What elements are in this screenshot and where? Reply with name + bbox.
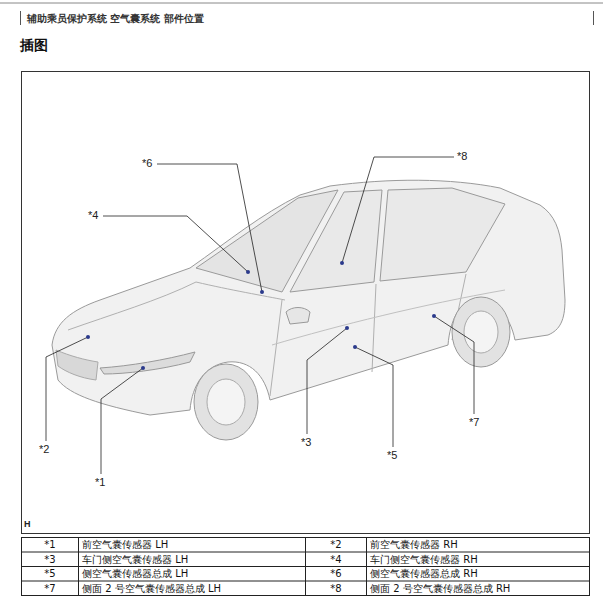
sensor-dot [432,314,436,318]
front-window [290,190,382,292]
leader-line [46,337,88,441]
grille [56,350,98,380]
leader-line [434,316,474,414]
breadcrumb: 辅助乘员保护系统 空气囊系统 部件位置 [27,12,204,26]
sensor-dot [246,270,250,274]
figure-frame [22,72,590,534]
table-grid [22,538,590,596]
callout-number: *8 [457,150,467,162]
sensor-dot [141,366,145,370]
table-cell: 前空气囊传感器 RH [370,538,588,552]
sensor-dots [86,261,436,370]
front-wheel [194,364,258,440]
sensor-dot [353,345,357,349]
header-bar [593,11,594,25]
mirror [286,308,310,325]
callout-number: *3 [301,436,311,448]
table-cell: 车门侧空气囊传感器 RH [370,553,588,567]
table-cell: 侧空气囊传感器总成 RH [370,567,588,581]
rear-window [380,188,505,281]
table-number: *8 [306,582,366,596]
sensor-dot [260,290,264,294]
hood-line [68,282,285,330]
sensor-dot [345,326,349,330]
table-rule [366,538,367,596]
rear-wheel [452,297,510,367]
table-number: *6 [306,567,366,581]
sensor-dot [86,335,90,339]
table-rule [78,538,79,596]
leader-line [103,216,248,272]
table-number: *5 [22,567,78,581]
callout-number: *7 [469,416,479,428]
table-number: *3 [22,553,78,567]
table-border [22,538,590,596]
header-bar [20,11,21,25]
figure-mark: H [24,519,31,529]
rear-rim [464,311,498,353]
callout-number: *1 [95,476,105,488]
table-cell: 侧面 2 号空气囊传感器总成 RH [370,582,588,596]
table-number: *1 [22,538,78,552]
leader-line [342,157,454,263]
callout-number: *5 [387,449,397,461]
table-cell: 侧面 2 号空气囊传感器总成 LH [82,582,304,596]
table-number: *2 [306,538,366,552]
top-rule [0,3,603,4]
table-cell: 前空气囊传感器 LH [82,538,304,552]
table-cell: 侧空气囊传感器总成 LH [82,567,304,581]
figure-title: 插图 [20,37,48,55]
sensor-dot [340,261,344,265]
table-number: *7 [22,582,78,596]
callout-number: *4 [88,209,98,221]
door-line [270,274,466,396]
leader-line [157,164,262,292]
leader-line [307,328,347,434]
callout-number: *6 [142,157,152,169]
table-number: *4 [306,553,366,567]
callout-number: *2 [39,443,49,455]
leader-line [101,368,143,474]
front-rim [207,379,245,425]
table-cell: 车门侧空气囊传感器 LH [82,553,304,567]
leader-lines [46,157,474,474]
leader-line [355,347,393,447]
car-body [52,180,565,415]
headlight [100,352,195,374]
table-rule [305,538,306,596]
